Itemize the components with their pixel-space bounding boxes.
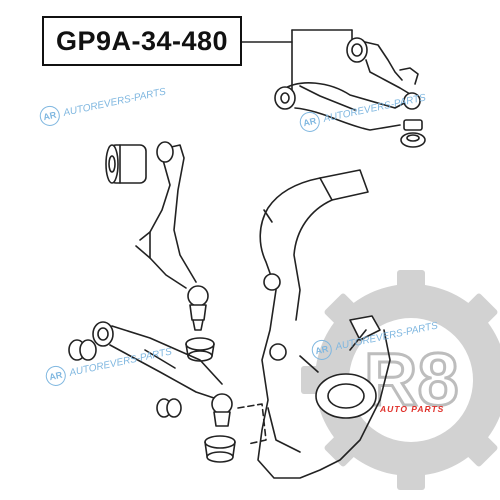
- boot-lower: [204, 435, 236, 463]
- lower-control-arm: [68, 321, 233, 427]
- steering-knuckle: [257, 169, 391, 479]
- bushing: [105, 144, 147, 184]
- dashed-guide: [237, 403, 267, 445]
- ar-logo-icon: AR: [37, 104, 62, 128]
- ar-logo-icon: AR: [309, 338, 334, 362]
- upper-control-arm: [274, 37, 426, 148]
- boot-upper: [185, 337, 215, 362]
- brand-subtitle: AUTO PARTS: [380, 404, 445, 414]
- part-number-box: GP9A-34-480: [42, 16, 242, 66]
- tension-rod: [135, 141, 209, 331]
- ar-logo-icon: AR: [297, 110, 322, 134]
- ar-logo-icon: AR: [43, 364, 68, 388]
- r8-logo-text: R8: [364, 338, 459, 421]
- part-number: GP9A-34-480: [55, 25, 229, 56]
- leader-lines: [241, 29, 353, 93]
